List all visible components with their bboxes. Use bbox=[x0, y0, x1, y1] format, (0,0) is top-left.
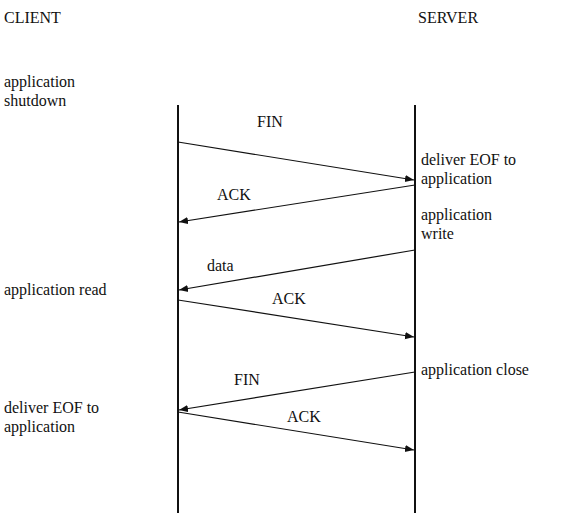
event-label: application shutdown bbox=[4, 72, 104, 110]
event-label: application read bbox=[4, 280, 174, 299]
message-label: ACK bbox=[270, 289, 308, 308]
message-label: data bbox=[205, 256, 236, 275]
message-label: ACK bbox=[285, 407, 323, 426]
message-arrow bbox=[179, 372, 415, 410]
message-arrow bbox=[178, 142, 414, 180]
server-timeline bbox=[414, 105, 416, 513]
message-arrow bbox=[179, 185, 415, 222]
event-label: deliver EOF to application bbox=[421, 150, 561, 188]
column-header: SERVER bbox=[418, 8, 528, 27]
client-timeline bbox=[177, 105, 179, 513]
column-header: CLIENT bbox=[4, 8, 114, 27]
event-label: deliver EOF to application bbox=[4, 398, 144, 436]
message-label: FIN bbox=[232, 370, 262, 389]
message-arrow bbox=[179, 250, 415, 290]
event-label: application close bbox=[421, 360, 576, 379]
event-label: application write bbox=[421, 205, 521, 243]
message-label: FIN bbox=[255, 112, 285, 131]
message-label: ACK bbox=[215, 185, 253, 204]
